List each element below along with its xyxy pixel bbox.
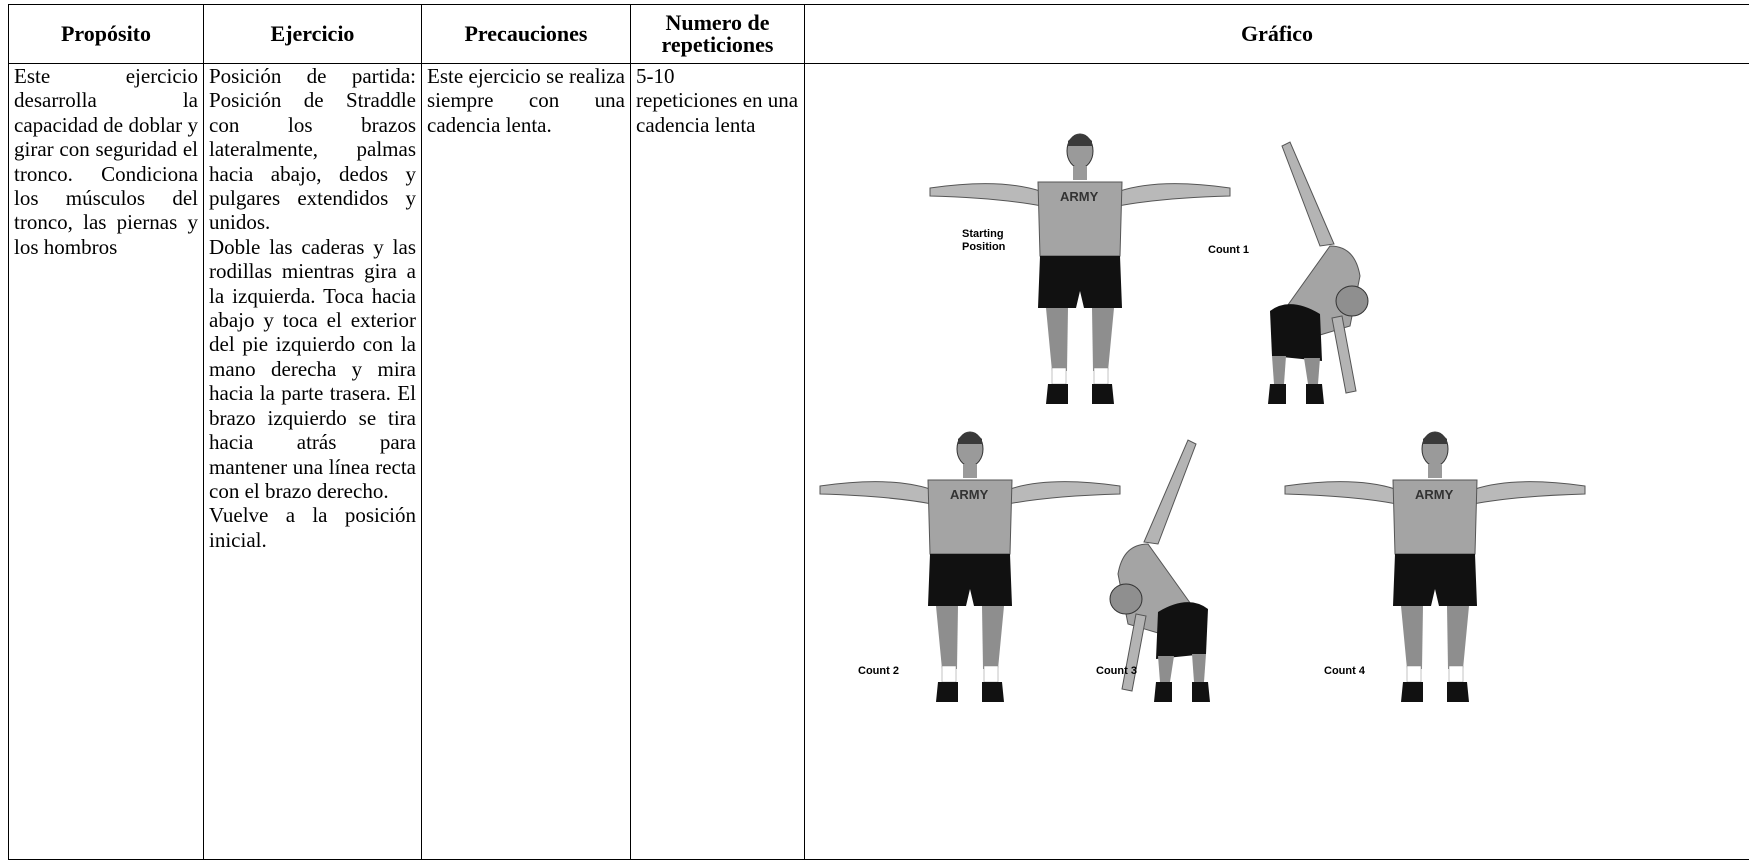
content-row: Este ejercicio desarrolla la capacidad d… <box>9 64 1749 860</box>
header-row: Propósito Ejercicio Precauciones Numero … <box>9 5 1749 64</box>
cell-exercise: Posición de partida: Posición de Straddl… <box>204 64 422 860</box>
figure-count-3 <box>1110 440 1210 702</box>
label-starting-line1: Starting <box>962 228 1004 240</box>
repetitions-range: 5-10 <box>636 64 799 88</box>
label-count-1: Count 1 <box>1208 244 1249 256</box>
figure-starting-position <box>930 134 1230 404</box>
header-repetitions-line2: repeticiones <box>635 34 800 56</box>
cell-purpose: Este ejercicio desarrolla la capacidad d… <box>9 64 204 860</box>
cell-precautions: Este ejercicio se realiza siempre con un… <box>422 64 631 860</box>
exercise-table: Propósito Ejercicio Precauciones Numero … <box>8 4 1749 860</box>
exercise-illustration: Starting Position ARMY Count 1 Count 2 A… <box>810 64 1749 854</box>
exercise-movement: Doble las caderas y las rodillas mientra… <box>209 235 416 503</box>
label-count-4: Count 4 <box>1324 665 1366 677</box>
header-repetitions: Numero de repeticiones <box>631 5 805 64</box>
header-graphic: Gráfico <box>805 5 1749 64</box>
header-precautions: Precauciones <box>422 5 631 64</box>
figure-count-2 <box>820 432 1120 702</box>
shirt-text-count-2: ARMY <box>950 487 989 502</box>
header-repetitions-line1: Numero de <box>635 12 800 34</box>
label-count-3: Count 3 <box>1096 665 1137 677</box>
cell-graphic: Starting Position ARMY Count 1 Count 2 A… <box>805 64 1749 860</box>
repetitions-note: repeticiones en una cadencia lenta <box>636 88 799 137</box>
figure-count-4 <box>1285 432 1585 702</box>
exercise-return: Vuelve a la posición inicial. <box>209 503 416 552</box>
header-exercise: Ejercicio <box>204 5 422 64</box>
header-purpose: Propósito <box>9 5 204 64</box>
figure-count-1 <box>1268 142 1368 404</box>
shirt-text-start: ARMY <box>1060 189 1099 204</box>
label-count-2: Count 2 <box>858 665 899 677</box>
shirt-text-count-4: ARMY <box>1415 487 1454 502</box>
label-starting-line2: Position <box>962 241 1006 253</box>
exercise-start-position: Posición de partida: Posición de Straddl… <box>209 64 416 235</box>
cell-repetitions: 5-10 repeticiones en una cadencia lenta <box>631 64 805 860</box>
